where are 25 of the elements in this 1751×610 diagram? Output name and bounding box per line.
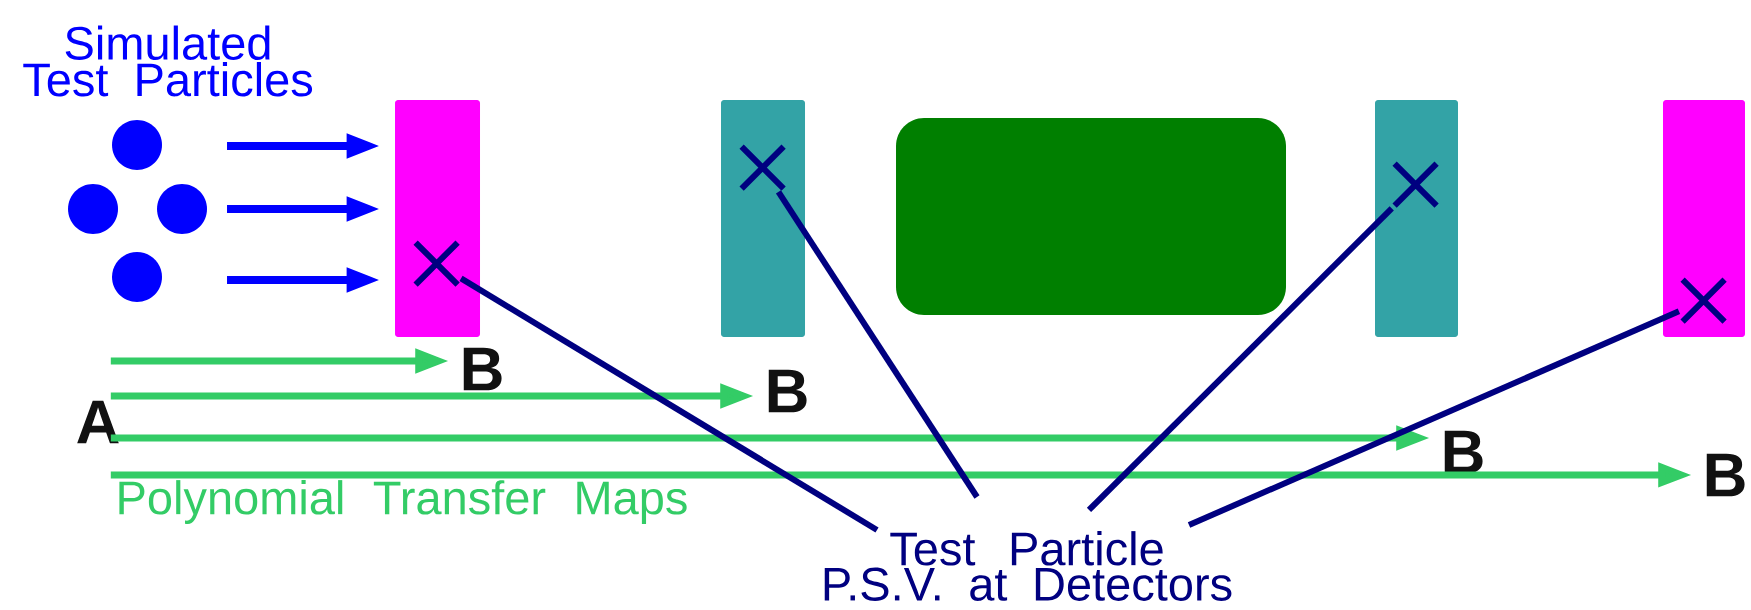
detector-bar: [721, 100, 805, 337]
point-label: B: [463, 347, 502, 391]
hit-cross: [412, 239, 461, 288]
hit-cross: [738, 143, 787, 192]
caption-text: Polynomial Transfer Maps: [119, 480, 687, 524]
detector-bar: [1375, 100, 1458, 337]
leader-line: [1086, 206, 1394, 513]
hit-cross: [1679, 276, 1728, 325]
detector-bar: [1663, 100, 1745, 337]
leader-line: [1187, 308, 1681, 528]
leader-line: [775, 190, 980, 499]
point-label: B: [1706, 453, 1745, 497]
particle-circle: [68, 184, 118, 234]
particle-circle: [157, 184, 207, 234]
caption-text: Simulated Test Particles: [23, 25, 313, 97]
particle-circle: [112, 252, 162, 302]
point-label: B: [768, 369, 807, 413]
particle-circle: [112, 120, 162, 170]
point-label: B: [1444, 430, 1483, 474]
leader-line: [459, 275, 879, 533]
magnet-block: [896, 118, 1286, 315]
callout-text: Test Particle P.S.V. at Detectors: [824, 531, 1232, 601]
hit-cross: [1391, 160, 1440, 209]
point-label: A: [77, 400, 119, 444]
detector-bar: [395, 100, 480, 337]
